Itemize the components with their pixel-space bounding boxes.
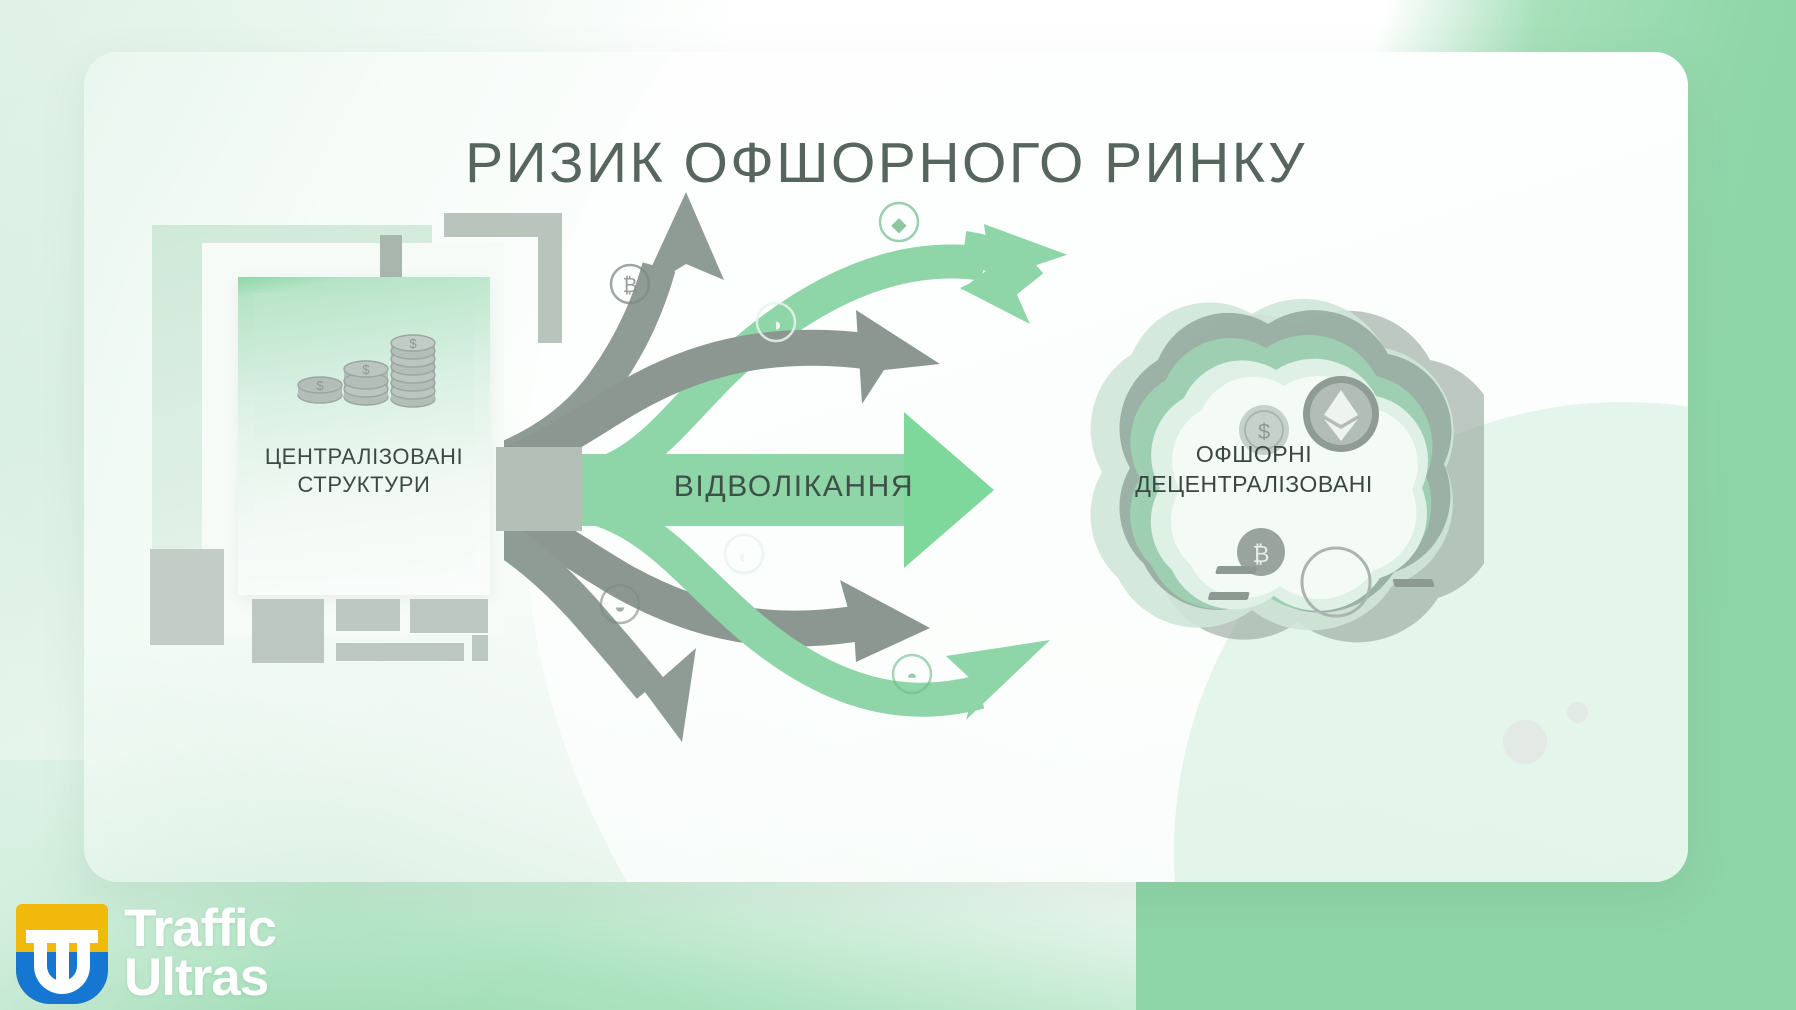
svg-text:◑: ◑: [770, 315, 781, 336]
block-1: [252, 599, 324, 663]
svg-text:$: $: [362, 362, 370, 377]
svg-text:₿: ₿: [1252, 541, 1269, 567]
block-2: [336, 599, 400, 631]
badge-token-2: ◑: [755, 301, 797, 343]
left-card-panel: [238, 277, 490, 595]
ethereum-icon: [1303, 376, 1379, 452]
solana-icon: [1208, 546, 1435, 618]
badge-token-4: ◒: [599, 583, 641, 625]
offshore-decentralized-label: ОФШОРНІ ДЕЦЕНТРАЛІЗОВАНІ: [1135, 441, 1373, 497]
content-card: РИЗИК ОФШОРНОГО РИНКУ: [84, 52, 1688, 882]
svg-text:₿: ₿: [623, 275, 638, 297]
block-3: [410, 599, 488, 633]
svg-text:$: $: [1258, 419, 1270, 444]
svg-text:◓: ◓: [906, 667, 917, 688]
coin-stacks-icon: $ $ $: [297, 334, 436, 408]
centralized-structures-label: ЦЕНТРАЛІЗОВАНІ СТРУКТУРИ: [264, 444, 464, 498]
svg-text:◆: ◆: [891, 214, 907, 236]
brand-line-2: Ultras: [124, 948, 269, 1007]
page-title: РИЗИК ОФШОРНОГО РИНКУ: [465, 131, 1307, 195]
left-bracket-bottom-left: [150, 549, 224, 645]
left-card-inner: [254, 293, 474, 579]
dollar-coin-icon: $: [1239, 405, 1289, 455]
svg-text:◒: ◒: [614, 597, 625, 618]
block-4: [336, 643, 464, 661]
block-5: [472, 635, 488, 661]
bitcoin-coin-icon: ₿: [1237, 528, 1285, 576]
logo-mark-icon: [16, 904, 108, 1004]
svg-text:$: $: [316, 378, 324, 393]
arrow-bottom-green: [553, 485, 1050, 720]
thought-bubble-small: [1567, 702, 1588, 723]
left-bracket-right: [538, 213, 562, 343]
offshore-cloud-group[interactable]: $ ₿: [964, 222, 1484, 692]
badge-token-5: ◓: [891, 653, 933, 695]
brand-text: Traffic Ultras: [124, 899, 277, 1007]
brand-line-1: Traffic: [124, 899, 277, 959]
centralized-structures-block[interactable]: $ $ $: [144, 207, 582, 677]
svg-text:$: $: [409, 336, 417, 351]
distraction-label: ВІДВОЛІКАННЯ: [673, 470, 915, 503]
badge-bitcoin-1: ₿: [609, 263, 651, 305]
left-bracket-middle: [496, 447, 582, 531]
badge-ethereum-1: ◆: [878, 201, 920, 243]
badge-token-3: ◐: [723, 533, 765, 575]
brand-logo[interactable]: Traffic Ultras: [16, 899, 277, 1007]
svg-text:◐: ◐: [738, 547, 749, 568]
tu-monogram-icon: [26, 930, 98, 994]
thought-bubble-large: [1503, 720, 1547, 764]
left-building-blocks: [252, 599, 488, 671]
